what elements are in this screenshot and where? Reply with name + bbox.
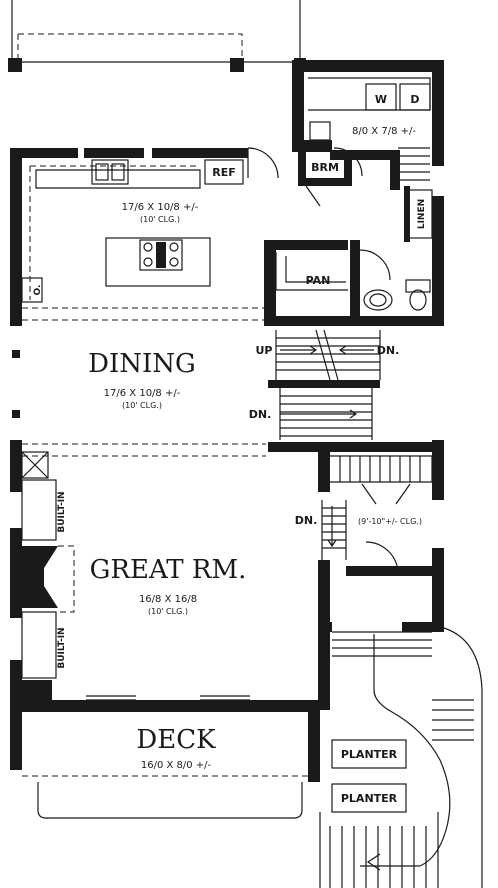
planter-2: [331, 783, 407, 813]
deck-dimensions: 16/0 X 8/0 +/-: [141, 760, 212, 771]
kitchen-dimensions: 17/6 X 10/8 +/-: [122, 202, 199, 213]
fireplace-icon: [22, 545, 75, 613]
dining-ceiling: (10' CLG.): [122, 401, 162, 410]
kitchen: REF 17/6 X 10/8 +/- (10' CLG.) O.: [21, 147, 279, 321]
oven-label: O.: [33, 285, 43, 296]
dryer-label: D: [410, 93, 419, 106]
pan-label: PAN: [306, 274, 331, 287]
great-room-dimensions: 16/8 X 16/8: [139, 594, 197, 605]
washer-icon: [365, 83, 397, 111]
cooktop-icon: [139, 239, 183, 271]
dining: DINING 17/6 X 10/8 +/- (10' CLG.): [22, 349, 266, 457]
built-in-bottom-label: BUILT-IN: [57, 627, 67, 668]
planter-1-label: PLANTER: [341, 748, 398, 761]
broom-closet: BRM: [298, 152, 352, 207]
kitchen-ceiling: (10' CLG.): [140, 215, 180, 224]
pantry-powder: PAN: [264, 240, 444, 326]
stair-down-entry-label: DN.: [295, 514, 318, 527]
brm-label: BRM: [311, 161, 339, 174]
great-room-title: GREAT RM.: [90, 555, 247, 585]
toilet-icon: [409, 289, 427, 311]
planter-1: [331, 739, 407, 769]
stair-down-left-label: DN.: [249, 408, 272, 421]
toilet-tank-icon: [405, 279, 431, 293]
washer-label: W: [375, 93, 387, 106]
kitchen-sink-icon: [91, 159, 129, 185]
dining-title: DINING: [88, 349, 196, 379]
built-in-top-label: BUILT-IN: [57, 491, 67, 532]
entry-ceiling: (9'-10"+/- CLG.): [358, 517, 422, 526]
entry: (9'-10"+/- CLG.) DN.: [295, 455, 444, 576]
upper-patio-outline: [8, 0, 306, 72]
stair-up-label: UP: [256, 344, 273, 357]
laundry-dimensions: 8/0 X 7/8 +/-: [352, 126, 416, 137]
flue-icon: [21, 451, 49, 479]
stair-down-right-label: DN.: [377, 344, 400, 357]
linen-label: LINEN: [417, 199, 427, 229]
great-room: BUILT-IN BUILT-IN GREAT RM. 16/8 X 16/8 …: [21, 451, 250, 701]
ref-label: REF: [212, 166, 236, 179]
linen-closet: LINEN: [404, 186, 433, 242]
walkway-arrow-icon: [366, 853, 381, 871]
exterior-walls: [10, 60, 444, 782]
kitchen-island: [105, 237, 211, 287]
great-room-ceiling: (10' CLG.): [148, 607, 188, 616]
exterior-walkway: PLANTER PLANTER: [319, 627, 483, 888]
laundry-room: W D 8/0 X 7/8 +/-: [308, 77, 431, 190]
stairs: UP DN. DN.: [249, 329, 444, 452]
deck-title: DECK: [136, 725, 216, 755]
planter-2-label: PLANTER: [341, 792, 398, 805]
refrigerator-icon: [204, 159, 244, 185]
dining-dimensions: 17/6 X 10/8 +/-: [104, 388, 181, 399]
deck: DECK 16/0 X 8/0 +/-: [22, 725, 308, 819]
powder-sink-icon: [363, 289, 393, 311]
laundry-sink-icon: [309, 121, 331, 141]
dryer-icon: [399, 83, 431, 111]
